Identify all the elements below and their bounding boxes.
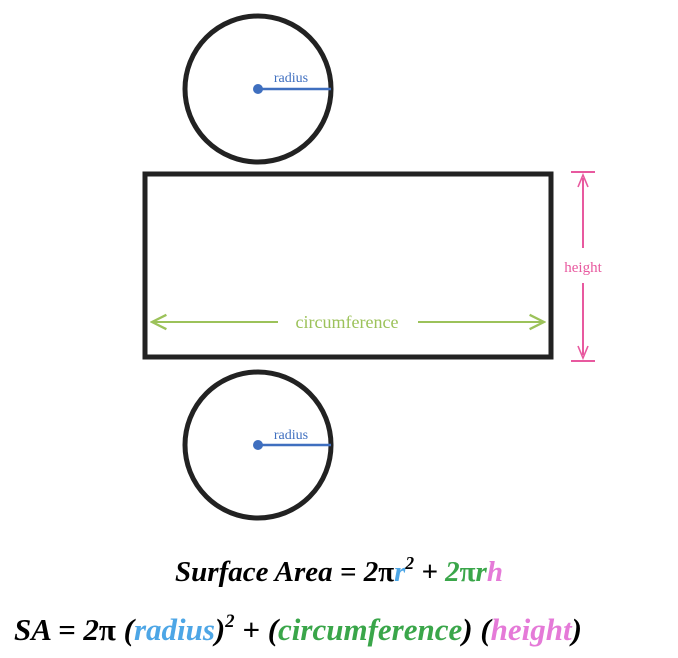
formula2-height: height [490,612,572,647]
bottom-circle: radius [182,369,334,521]
cylinder-net-diagram: radius circumference height radius [142,13,603,521]
top-circle: radius [182,13,334,165]
formula2-plus: + ( [234,612,279,647]
top-radius-label: radius [274,71,308,86]
formula1-plus: + [414,556,446,588]
lateral-rectangle: circumference [142,171,554,360]
formula2-circumference: circumference [278,612,463,647]
formula1-r2: r [475,556,487,588]
bottom-center-dot [253,440,263,450]
formula1-pi: π [378,556,395,588]
formula1-r: r [394,556,406,588]
formula2-pi: π [98,612,116,647]
formula2-lhs: SA = 2 [14,612,99,647]
formula1-two: 2 [445,556,460,588]
surface-area-formula: Surface Area = 2πr2 + 2πrh [0,552,678,589]
formula1-pi2: π [459,556,476,588]
height-indicator: height [564,171,603,362]
formula1-lhs: Surface Area = 2 [175,556,379,588]
formula1-h: h [486,556,503,588]
bottom-radius-label: radius [274,428,308,443]
formula2-radius: radius [133,612,215,647]
formula2-close: ) [214,612,226,647]
sa-word-formula: SA = 2π (radius)2 + (circumference) (hei… [14,612,678,648]
top-center-dot [253,84,263,94]
formula2-close3: ) [571,612,582,647]
formula2-open: ( [115,612,134,647]
formula2-mid: ) ( [462,612,491,647]
formula2-square: 2 [225,610,235,632]
formula1-square: 2 [405,552,415,573]
height-label: height [564,260,602,276]
circumference-label: circumference [296,312,399,332]
